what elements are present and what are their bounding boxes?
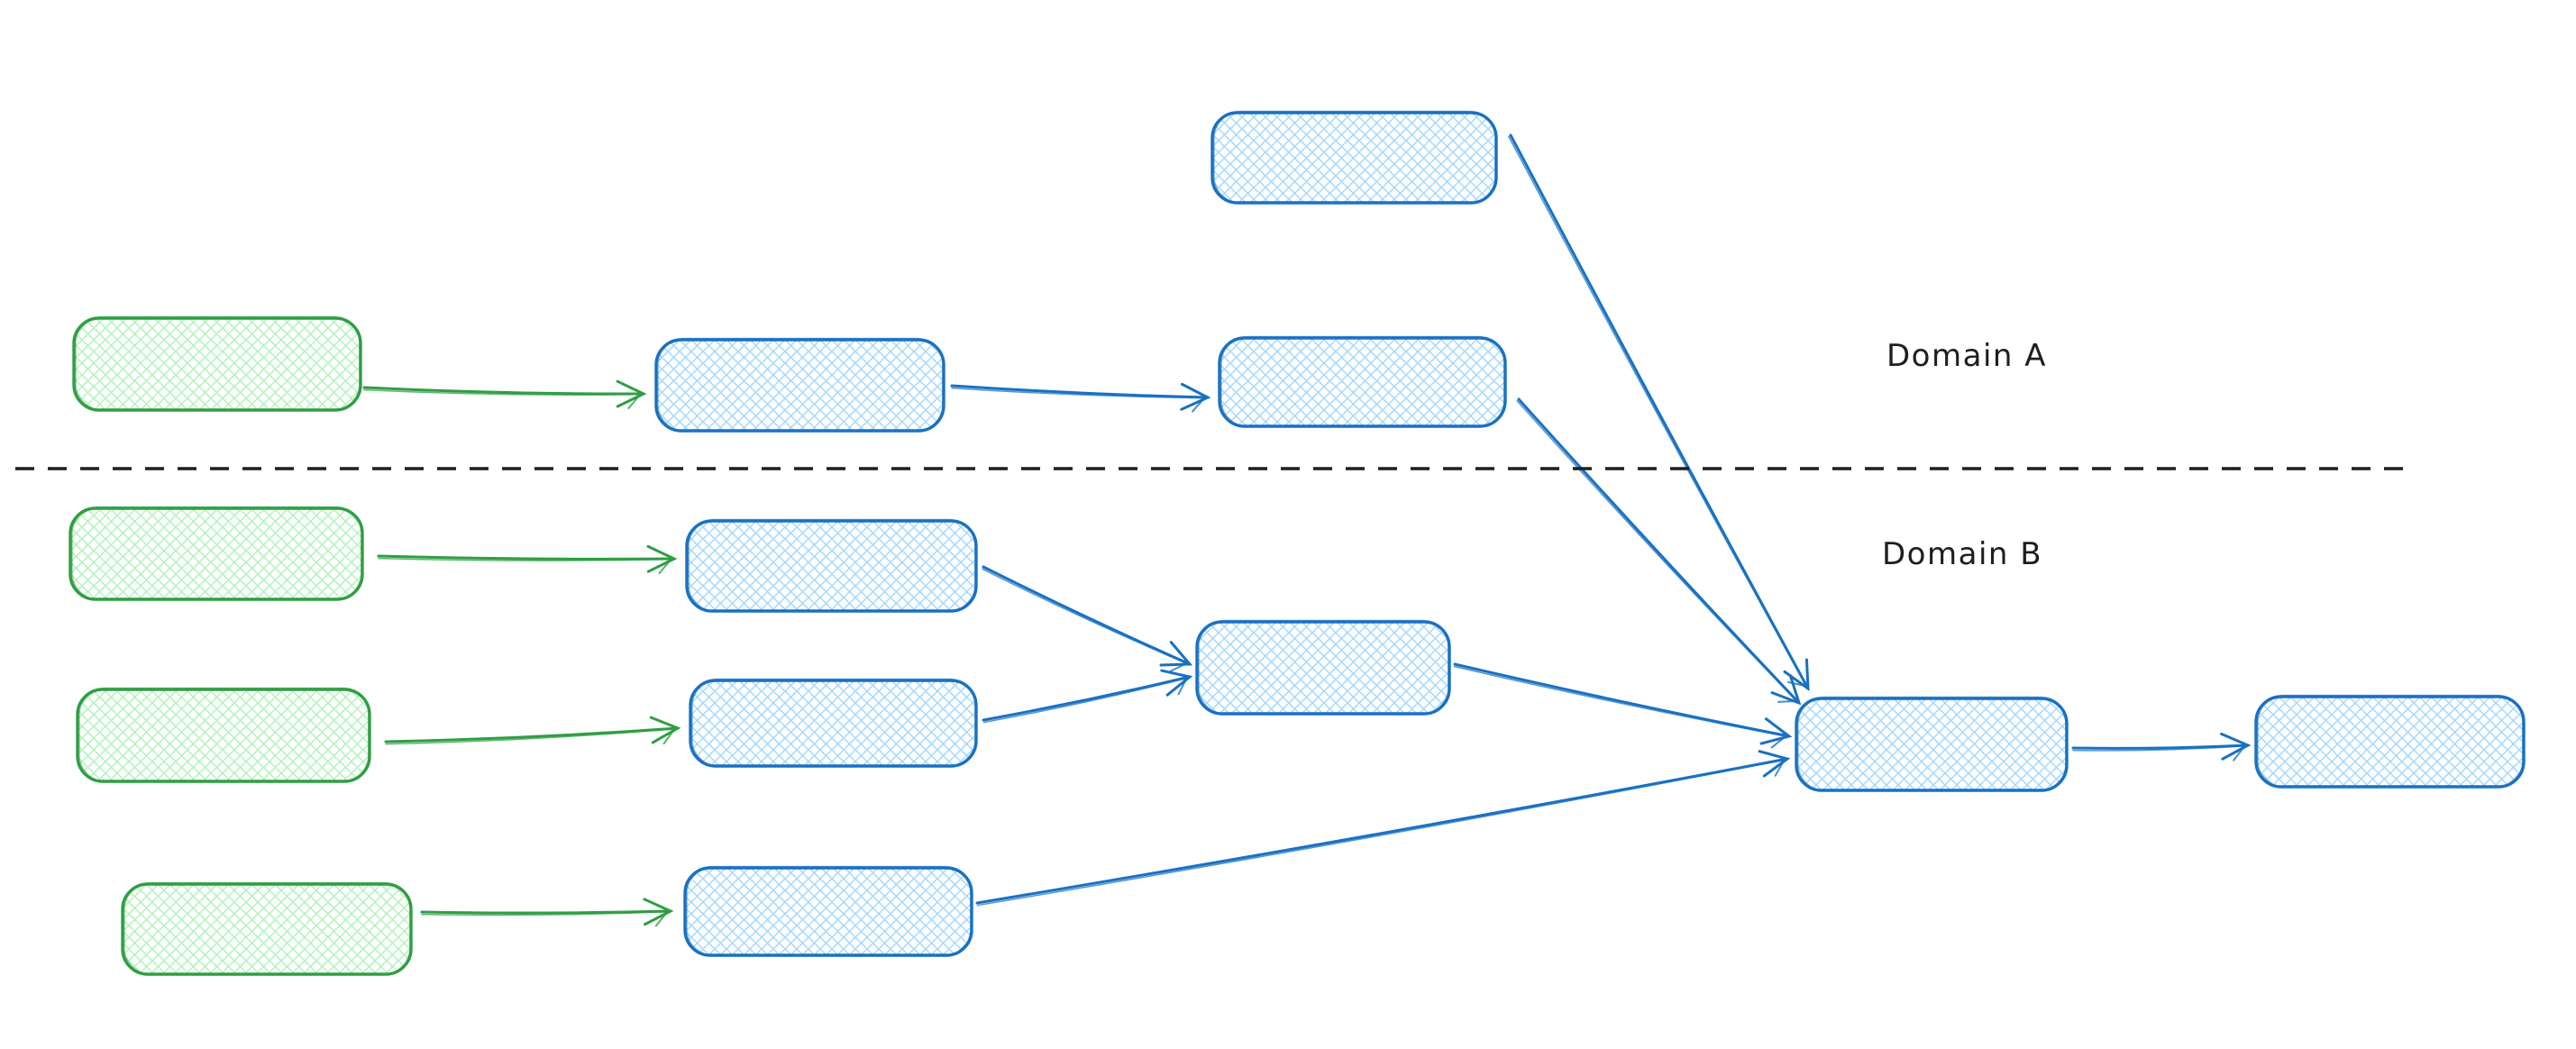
edge-green-b1-to-blue-b1[interactable]	[377, 544, 678, 575]
edge-blue-top-to-blue-converge[interactable]	[1507, 133, 1810, 692]
edge-blue-b2-to-blue-b-mid[interactable]	[982, 669, 1193, 724]
edge-sketch-stroke	[363, 388, 644, 396]
edge-blue-a2-to-blue-converge[interactable]	[1516, 397, 1802, 706]
arrowhead	[643, 898, 674, 926]
edge-green-a-to-blue-a1[interactable]	[362, 379, 647, 410]
arrowhead	[1758, 750, 1791, 778]
edge-blue-b-mid-to-blue-converge[interactable]	[1453, 662, 1793, 749]
node-green-b3[interactable]	[121, 881, 413, 976]
arrowhead	[1759, 717, 1793, 745]
node-sketch-outline	[71, 506, 362, 601]
node-sketch-outline	[123, 881, 411, 976]
node-sketch-outline	[1198, 619, 1449, 716]
node-green-b1[interactable]	[69, 506, 364, 601]
edge-green-b3-to-blue-b3[interactable]	[420, 898, 674, 927]
arrowhead	[1160, 669, 1193, 697]
node-sketch-outline	[1213, 110, 1496, 205]
arrowhead-sketch-stroke	[1191, 396, 1206, 413]
node-sketch-outline	[78, 687, 370, 783]
node-blue-final[interactable]	[2254, 694, 2526, 789]
node-blue-b1[interactable]	[685, 518, 978, 613]
arrowhead	[1159, 641, 1193, 667]
domain-b-label[interactable]: Domain B	[1882, 536, 2042, 572]
node-green-b2[interactable]	[76, 687, 371, 783]
node-blue-b-mid[interactable]	[1195, 619, 1451, 716]
edge-sketch-stroke	[982, 568, 1191, 666]
arrowhead-sketch-stroke	[627, 393, 642, 410]
edge-blue-a1-to-blue-a2[interactable]	[950, 382, 1211, 413]
arrowhead	[649, 716, 681, 744]
node-sketch-outline	[75, 315, 361, 412]
arrowhead	[1783, 658, 1810, 692]
node-blue-a2[interactable]	[1218, 335, 1507, 428]
node-green-a[interactable]	[72, 315, 362, 412]
edge-blue-converge-to-blue-final[interactable]	[2071, 732, 2252, 762]
node-blue-b3[interactable]	[683, 865, 973, 957]
node-sketch-outline	[1220, 335, 1505, 428]
arrowhead	[646, 544, 678, 573]
node-blue-top[interactable]	[1210, 110, 1498, 205]
node-sketch-outline	[1797, 696, 2067, 792]
edge-sketch-stroke	[1507, 135, 1809, 690]
edge-sketch-stroke	[1516, 400, 1800, 705]
node-sketch-outline	[657, 337, 944, 433]
edge-sketch-stroke	[982, 676, 1191, 724]
node-sketch-outline	[688, 518, 976, 613]
node-blue-converge[interactable]	[1795, 696, 2069, 792]
edge-green-b2-to-blue-b2[interactable]	[384, 716, 681, 745]
arrowhead-sketch-stroke	[1169, 661, 1189, 672]
edge-blue-b3-to-blue-converge[interactable]	[975, 750, 1791, 907]
node-blue-a1[interactable]	[654, 337, 945, 433]
edge-sketch-stroke	[976, 758, 1788, 907]
arrowhead	[2220, 732, 2252, 761]
edge-sketch-stroke	[951, 387, 1209, 399]
arrowhead-sketch-stroke	[1770, 734, 1788, 749]
node-sketch-outline	[686, 865, 972, 957]
arrowhead-sketch-stroke	[2233, 744, 2246, 762]
arrowhead	[1180, 382, 1211, 411]
arrowhead-sketch-stroke	[658, 558, 672, 575]
arrowhead-sketch-stroke	[1177, 676, 1189, 696]
edge-blue-b1-to-blue-b-mid[interactable]	[982, 565, 1193, 672]
edges-layer	[362, 133, 2252, 927]
domain-a-label[interactable]: Domain A	[1886, 338, 2047, 374]
node-blue-b2[interactable]	[689, 678, 978, 768]
edge-sketch-stroke	[421, 910, 671, 917]
arrowhead-sketch-stroke	[1774, 758, 1786, 777]
edge-sketch-stroke	[1453, 665, 1790, 738]
node-sketch-outline	[2257, 694, 2524, 789]
node-sketch-outline	[691, 678, 976, 768]
edge-sketch-stroke	[2072, 744, 2249, 752]
arrowhead-sketch-stroke	[654, 910, 670, 927]
nodes-layer	[69, 110, 2526, 976]
arrowhead	[1770, 674, 1802, 706]
arrowhead	[616, 379, 647, 408]
edge-sketch-stroke	[378, 557, 675, 561]
edge-sketch-stroke	[385, 727, 679, 745]
arrowhead-sketch-stroke	[662, 727, 677, 745]
arrowhead-sketch-stroke	[1777, 699, 1798, 703]
